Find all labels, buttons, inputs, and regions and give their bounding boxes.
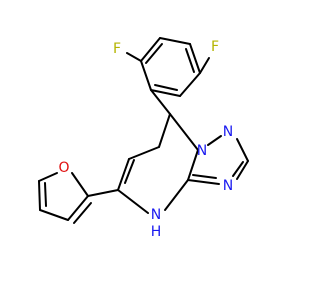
bond	[150, 89, 181, 97]
bond	[71, 172, 89, 197]
bond	[73, 202, 92, 224]
bond	[128, 146, 160, 160]
fluorine-atom-label: F	[211, 39, 219, 55]
bond	[164, 179, 189, 211]
bond	[236, 160, 249, 180]
difluorophenyl-ring-bonds	[126, 37, 210, 97]
bond	[187, 179, 220, 185]
bond	[126, 52, 142, 62]
bond	[145, 43, 163, 64]
bond	[158, 113, 171, 148]
bond	[39, 209, 69, 221]
bond	[154, 84, 178, 91]
bond	[38, 172, 58, 182]
nitrogen-atom-label: N	[223, 124, 233, 140]
bond	[140, 37, 161, 62]
atom-labels: F F N N N N H O	[58, 39, 233, 240]
bond	[189, 43, 201, 74]
bond	[117, 158, 130, 191]
bond	[232, 161, 244, 177]
bond	[159, 37, 191, 45]
bond	[179, 72, 201, 97]
bond	[185, 48, 195, 73]
bond	[236, 138, 249, 162]
bond	[44, 182, 47, 207]
pyrimidine-ring-bonds	[117, 89, 199, 214]
bond	[199, 57, 210, 74]
bond	[140, 60, 152, 91]
bond	[87, 189, 119, 197]
molecule-structure: F F N N N N H O	[38, 37, 249, 240]
nh-nitrogen-label: N	[151, 207, 161, 223]
bond	[67, 195, 89, 221]
nh-hydrogen-label: H	[151, 224, 162, 240]
bond	[169, 113, 199, 151]
bond	[117, 189, 149, 214]
furan-ring-bonds	[38, 172, 119, 224]
oxygen-atom-label: O	[58, 160, 69, 176]
bond	[38, 180, 41, 211]
nitrogen-atom-label: N	[223, 178, 233, 194]
bond	[150, 89, 171, 115]
bond	[124, 159, 135, 184]
bond	[187, 149, 199, 181]
fluorine-atom-label: F	[113, 41, 121, 57]
bond	[207, 135, 222, 146]
nitrogen-atom-label: N	[197, 143, 207, 159]
bond	[192, 174, 217, 179]
triazole-ring-bonds	[187, 135, 249, 185]
